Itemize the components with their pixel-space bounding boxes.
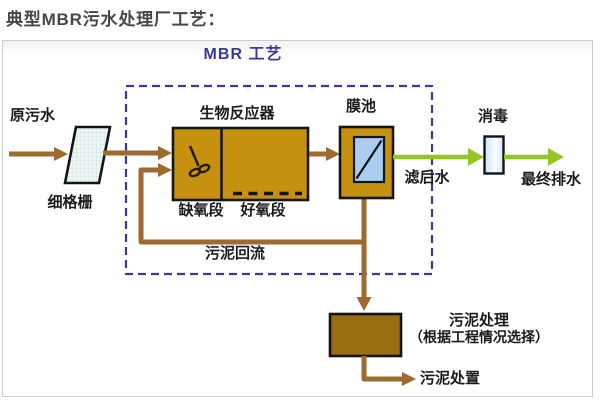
bioreactor-to-membrane-arrow — [309, 147, 340, 161]
anoxic-stage-label: 缺氧段 — [178, 202, 224, 219]
raw-water-arrow — [9, 147, 68, 161]
membrane-tank-label: 膜池 — [345, 98, 377, 115]
sludge-treatment-box — [328, 312, 403, 358]
sludge-disposal-label: 污泥处置 — [420, 370, 481, 387]
bioreactor-label: 生物反应器 — [199, 105, 275, 122]
mbr-process-label: MBR 工艺 — [203, 46, 283, 63]
sludge-treatment-note: （根据工程情况选择） — [409, 329, 549, 345]
membrane-module-icon — [352, 135, 386, 184]
sludge-treatment-label: 污泥处理 （根据工程情况选择） — [409, 312, 549, 346]
sludge-drop-arrow — [356, 196, 372, 311]
disinfection-unit-icon — [483, 135, 505, 175]
diagram-panel — [2, 40, 593, 397]
sludge-return-label: 污泥回流 — [204, 245, 266, 262]
disinfection-label: 消毒 — [477, 108, 509, 125]
screen-to-bioreactor-arrow — [103, 146, 172, 160]
bioreactor-box — [171, 126, 310, 202]
filtered-water-label: 滤后水 — [404, 169, 450, 186]
sludge-return-arrow — [138, 163, 364, 245]
sludge-treatment-title: 污泥处理 — [448, 312, 509, 329]
page-title: 典型MBR污水处理厂工艺： — [6, 10, 226, 29]
raw-water-label: 原污水 — [10, 107, 56, 124]
mixer-icon — [188, 145, 211, 178]
final-discharge-arrow — [504, 148, 564, 166]
final-discharge-label: 最终排水 — [520, 171, 582, 188]
sludge-disposal-arrow — [361, 356, 416, 386]
membrane-tank-box — [338, 125, 395, 200]
aerobic-stage-label: 好氧段 — [240, 202, 286, 219]
fine-screen-icon — [63, 125, 112, 185]
fine-screen-label: 细格栅 — [47, 194, 93, 211]
filtered-water-arrow — [393, 148, 484, 166]
